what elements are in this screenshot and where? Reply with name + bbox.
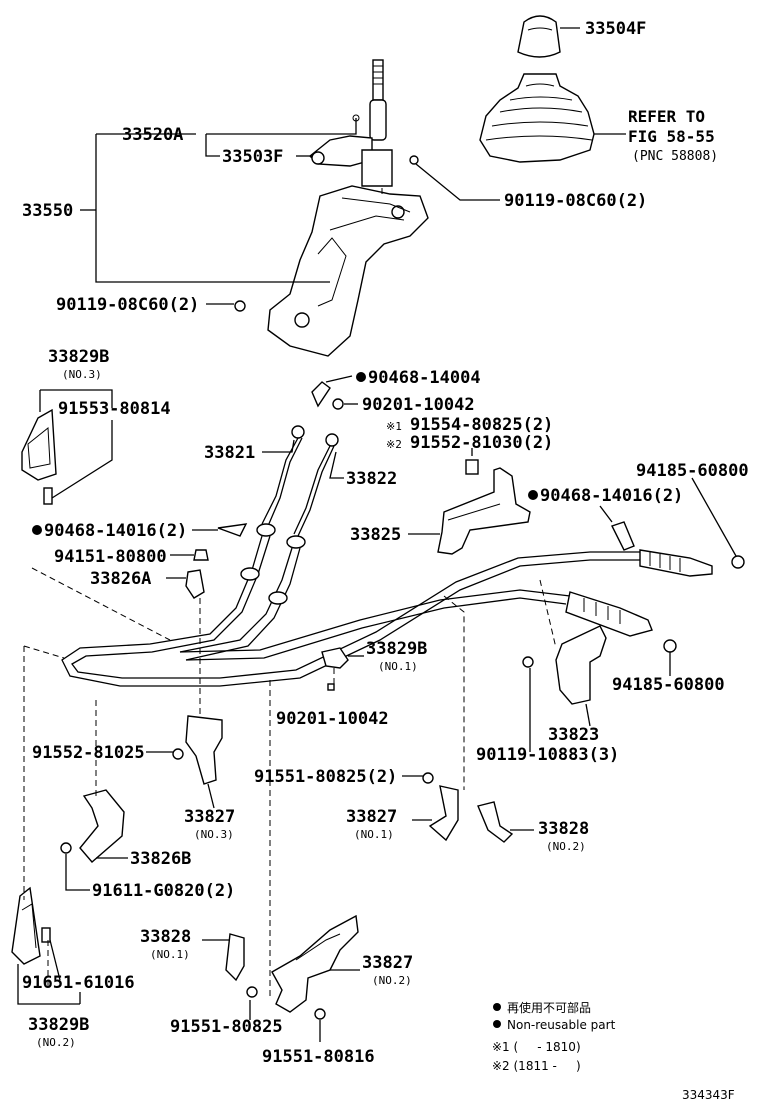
refer-line-1: REFER TO	[628, 107, 705, 126]
bracket-33828-no1-drawing	[225, 933, 258, 998]
part-labels: 33504F 33520A 33503F 33550 90119-08C60(2…	[22, 19, 749, 1067]
label-33829B-no3: 33829B	[48, 347, 109, 367]
sub-no2-b: (NO.2)	[372, 974, 412, 987]
legend-range-1: ※1 ( - 1810)	[492, 1040, 581, 1054]
label-94185-60800-top: 94185-60800	[636, 461, 749, 481]
label-33827-no2: 33827	[362, 953, 413, 973]
label-90119-08C60-right: 90119-08C60(2)	[504, 191, 647, 211]
label-91552-81025: 91552-81025	[32, 743, 145, 763]
dashed-lines	[23, 188, 557, 1000]
shift-lever-drawing	[308, 59, 419, 187]
legend-dot-icon	[493, 1003, 501, 1011]
label-91551-80825: 91551-80825	[170, 1017, 283, 1037]
cable-fittings-drawing	[311, 381, 479, 475]
label-33503F: 33503F	[222, 147, 283, 167]
label-91553-80814: 91553-80814	[58, 399, 171, 419]
label-33828-no1: 33828	[140, 927, 191, 947]
label-33826B: 33826B	[130, 849, 191, 869]
label-91551-80825-2: 91551-80825(2)	[254, 767, 397, 787]
label-90119-10883: 90119-10883(3)	[476, 745, 619, 765]
nonreusable-dot-icon	[528, 490, 538, 500]
legend: 再使用不可部品 Non-reusable part ※1 ( - 1810) ※…	[492, 1000, 616, 1073]
mark-1-icon: ※1	[386, 420, 402, 433]
bracket-33827-no2-drawing	[271, 914, 359, 1020]
nonreusable-dot-icon	[32, 525, 42, 535]
sub-no1-b: (NO.1)	[354, 828, 394, 841]
label-90468-14004: 90468-14004	[368, 368, 481, 388]
label-91554-80825: 91554-80825(2)	[410, 415, 553, 435]
label-33504F: 33504F	[585, 19, 646, 39]
label-94185-60800-bottom: 94185-60800	[612, 675, 725, 695]
leader-lines	[17, 27, 737, 1042]
lever-housing-drawing	[234, 185, 429, 357]
legend-range-2: ※2 (1811 - )	[492, 1059, 581, 1073]
sub-no1-c: (NO.1)	[150, 948, 190, 961]
brackets-no1-no2-drawing	[422, 772, 514, 843]
mark-2-icon: ※2	[386, 438, 402, 451]
sub-no1-a: (NO.1)	[378, 660, 418, 673]
label-91551-80816: 91551-80816	[262, 1047, 375, 1067]
label-91611-G0820: 91611-G0820(2)	[92, 881, 235, 901]
shift-boot-drawing	[479, 73, 595, 163]
sub-no3-b: (NO.3)	[194, 828, 234, 841]
label-33550: 33550	[22, 201, 73, 221]
bracket-33823-drawing	[522, 625, 607, 705]
label-91651-61016: 91651-61016	[22, 973, 135, 993]
sub-no3-a: (NO.3)	[62, 368, 102, 381]
label-33826A: 33826A	[90, 569, 151, 589]
nonreusable-dot-icon	[356, 372, 366, 382]
bracket-33825-drawing	[437, 467, 531, 555]
label-91552-81030: 91552-81030(2)	[410, 433, 553, 453]
legend-dot-icon	[493, 1020, 501, 1028]
label-33827-no1: 33827	[346, 807, 397, 827]
refer-line-2: FIG 58-55	[628, 127, 715, 146]
legend-nonreusable-en: Non-reusable part	[507, 1018, 616, 1032]
figure-id: 334343F	[682, 1088, 735, 1102]
label-90468-14016-left: 90468-14016(2)	[44, 521, 187, 541]
shift-cables-drawing	[61, 425, 745, 687]
shift-knob-drawing	[517, 15, 561, 58]
clip-no3-drawing	[21, 408, 57, 505]
label-90201-10042-bottom: 90201-10042	[276, 709, 389, 729]
clip-pin-right-drawing	[611, 521, 635, 551]
label-33829B-no1: 33829B	[366, 639, 427, 659]
label-33823: 33823	[548, 725, 599, 745]
sub-no2-a: (NO.2)	[546, 840, 586, 853]
legend-nonreusable-cn: 再使用不可部品	[507, 1000, 591, 1015]
clip-no1-drawing	[321, 647, 349, 691]
label-33827-no3: 33827	[184, 807, 235, 827]
label-33822: 33822	[346, 469, 397, 489]
label-33520A: 33520A	[122, 125, 183, 145]
label-90468-14016-right: 90468-14016(2)	[540, 486, 683, 506]
clip-pin-left-drawing	[217, 523, 248, 537]
label-33829B-no2: 33829B	[28, 1015, 89, 1035]
bracket-33827-no3-drawing	[172, 715, 223, 785]
label-33825: 33825	[350, 525, 401, 545]
refer-line-3: (PNC 58808)	[632, 149, 718, 164]
label-90201-10042-top: 90201-10042	[362, 395, 475, 415]
clip-no2-drawing	[11, 886, 51, 965]
label-90119-08C60-left: 90119-08C60(2)	[56, 295, 199, 315]
label-33821: 33821	[204, 443, 255, 463]
label-94151-80800: 94151-80800	[54, 547, 167, 567]
bracket-33826B-drawing	[60, 789, 125, 863]
sub-no2-c: (NO.2)	[36, 1036, 76, 1049]
washer-bracket-drawing	[185, 549, 209, 599]
label-33828-no2: 33828	[538, 819, 589, 839]
